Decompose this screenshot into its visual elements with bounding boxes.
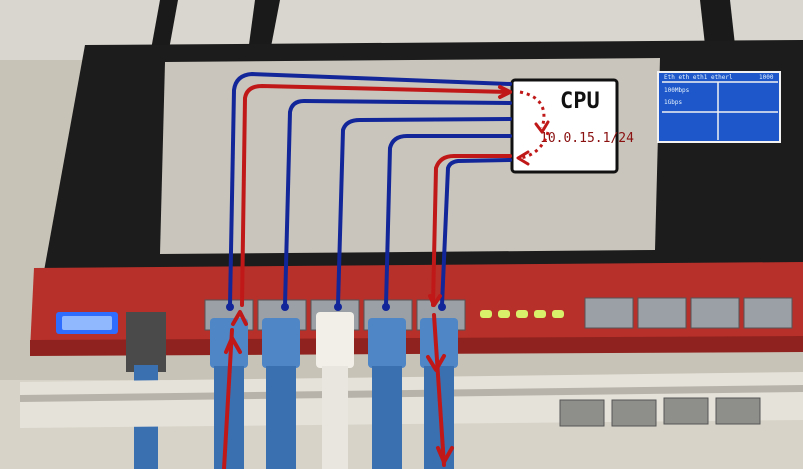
wire-blue-1 <box>228 72 512 307</box>
port <box>690 297 740 329</box>
lcd-row-2: 1Gbps <box>664 99 682 106</box>
antenna-middle <box>248 0 280 52</box>
sfp-connector <box>126 312 166 372</box>
ip-address-label: 10.0.15.1/24 <box>540 131 634 146</box>
led <box>534 310 546 318</box>
cable-plug <box>420 318 458 368</box>
lcd-row-1: 100Mbps <box>664 87 690 94</box>
endpoint-dot <box>334 303 342 311</box>
wire-red-2 <box>431 154 512 307</box>
led <box>552 310 564 318</box>
dotted-route-arrow <box>519 90 546 129</box>
cpu-node: CPU 10.0.15.1/24 <box>510 78 634 174</box>
wire-endpoints <box>226 303 446 311</box>
cable <box>372 366 402 469</box>
port-group-right <box>584 297 793 329</box>
led-row <box>480 310 564 318</box>
arrow-head <box>534 120 550 134</box>
wire-blue-5 <box>440 158 512 307</box>
port <box>715 397 761 425</box>
traffic-out-line <box>432 313 446 467</box>
wire-arrow-head <box>498 85 512 99</box>
traffic-out-arrow <box>436 446 454 464</box>
led <box>480 310 492 318</box>
status-light-glow <box>62 316 112 330</box>
traffic-in-arrow <box>231 310 248 326</box>
wire-diagram <box>222 72 512 469</box>
cable-plug <box>368 318 406 368</box>
endpoint-dot <box>438 303 446 311</box>
port <box>637 297 687 329</box>
port <box>743 297 793 329</box>
antenna-left <box>150 0 178 55</box>
cpu-label: CPU <box>560 89 600 114</box>
antenna-right <box>700 0 735 45</box>
switch-ports <box>559 397 761 427</box>
led <box>516 310 528 318</box>
wire-red-1 <box>240 84 512 307</box>
lcd-header-left: Eth eth eth1 etherl <box>664 74 733 81</box>
cable <box>322 366 348 469</box>
port <box>559 399 605 427</box>
endpoint-dot <box>382 303 390 311</box>
wire-blue-3 <box>336 117 512 307</box>
lcd-header-right: 1000 <box>759 74 774 81</box>
lcd-panel <box>657 71 781 143</box>
led <box>498 310 510 318</box>
traffic-out-arrow <box>426 354 446 372</box>
port <box>611 399 657 427</box>
arrow-head <box>516 150 530 166</box>
port <box>663 397 709 425</box>
endpoint-dot <box>281 303 289 311</box>
cable-plug <box>262 318 300 368</box>
cable <box>266 366 296 469</box>
traffic-in-arrow <box>224 336 242 354</box>
endpoint-dot <box>226 303 234 311</box>
traffic-in-line <box>222 328 234 469</box>
port <box>584 297 634 329</box>
wire-blue-2 <box>283 99 512 307</box>
cable-plug <box>316 312 354 368</box>
wire-arrow-head <box>428 294 442 307</box>
lcd-screen: Eth eth eth1 etherl 1000 100Mbps 1Gbps <box>657 71 781 143</box>
wire-blue-4 <box>384 134 512 307</box>
dotted-route-arrow <box>519 131 550 160</box>
